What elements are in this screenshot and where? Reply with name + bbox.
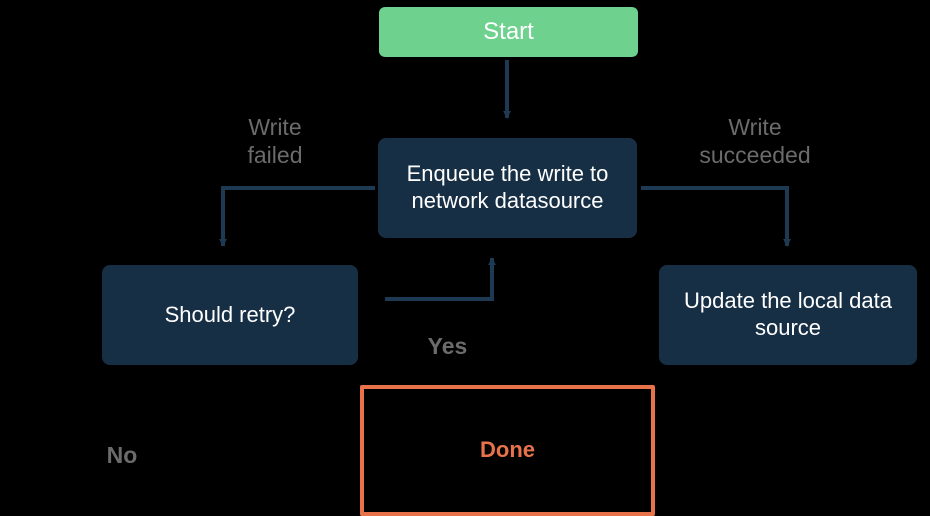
node-enqueue[interactable]: Enqueue the write to network datasource: [378, 138, 637, 238]
edge-label-write-failed: Write failed: [247, 114, 303, 169]
node-done-label: Done: [480, 437, 535, 463]
edge-retry-to-enqueue-yes: [385, 257, 496, 301]
edge-enqueue-to-update: [641, 186, 791, 247]
edge-label-write-succeeded: Write succeeded: [699, 114, 811, 169]
node-start[interactable]: Start: [379, 7, 638, 57]
node-should-retry[interactable]: Should retry?: [102, 265, 358, 365]
node-enqueue-label: Enqueue the write to network datasource: [406, 161, 609, 213]
node-update-local-data-source[interactable]: Update the local data source: [659, 265, 917, 365]
node-start-label: Start: [483, 18, 534, 46]
edge-enqueue-to-retry: [219, 186, 375, 247]
node-done[interactable]: Done: [360, 385, 655, 516]
node-update-local-data-source-label: Update the local data source: [684, 288, 892, 340]
edge-label-yes: Yes: [427, 333, 468, 359]
edge-label-no: No: [106, 442, 138, 468]
node-should-retry-label: Should retry?: [164, 301, 296, 327]
